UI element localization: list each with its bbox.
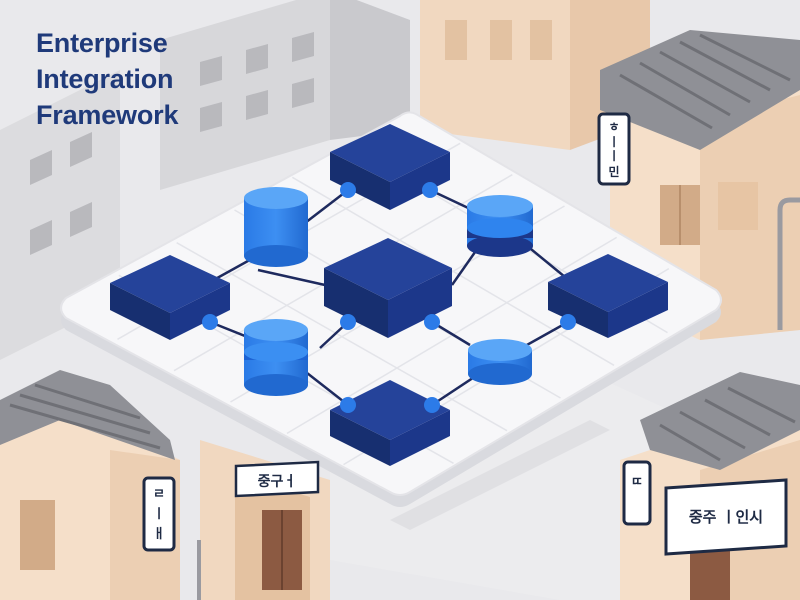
node-cube-center[interactable]	[324, 238, 452, 338]
building-windows	[30, 32, 314, 255]
hanok-right-roof	[640, 372, 800, 470]
sign-top-right-board	[597, 112, 631, 186]
node-cube-left[interactable]	[110, 255, 230, 340]
node-cube-right[interactable]	[548, 254, 668, 338]
connector-dot-icon[interactable]	[424, 397, 440, 413]
connector-dot-icon[interactable]	[202, 314, 218, 330]
connector-dot-icon[interactable]	[422, 182, 438, 198]
sign-right-horizontal-board	[664, 478, 788, 556]
title-line-1: Enterprise	[36, 28, 168, 58]
connector-dot-icon[interactable]	[340, 182, 356, 198]
building-gray-center-front	[160, 0, 330, 190]
sign-left-board	[142, 476, 176, 552]
connector-dot-icon[interactable]	[340, 314, 356, 330]
connector-dot-icon[interactable]	[424, 314, 440, 330]
title-line-3: Framework	[36, 100, 179, 130]
connector-dot-icon[interactable]	[560, 314, 576, 330]
shop-under-platform: 중구ㅓ	[197, 440, 330, 600]
sign-left-char-1: ㅣ	[153, 507, 165, 522]
hanok-bottom-right: ㄸ 중주 ㅣ인시	[620, 372, 800, 600]
street-lamp	[777, 197, 800, 330]
sign-top-right-char-1: ㅣ	[608, 135, 619, 149]
sign-top-right-char-2: ㅣ	[608, 149, 619, 163]
sign-shop-board	[234, 460, 320, 498]
hanok-bottom-left: ㄹ ㅣ ㅐ	[0, 370, 180, 600]
link-db-center	[257, 268, 326, 287]
road-stripe	[390, 420, 610, 530]
title-line-2: Integration	[36, 64, 174, 94]
hanok-roof-tiles	[619, 33, 791, 130]
hanok-window	[718, 182, 758, 230]
node-db-upper-left[interactable]	[244, 187, 308, 267]
node-db-right[interactable]	[467, 195, 533, 257]
sign-top-right-char-3: 민	[608, 164, 619, 179]
node-db-small-right[interactable]	[468, 339, 532, 385]
sign-right-vertical-board	[622, 460, 652, 526]
connector-dot-icon[interactable]	[340, 397, 356, 413]
sign-shop-text: 중구ㅓ	[258, 474, 297, 490]
hanok-top-right: ㅎ ㅣ ㅣ 민	[597, 30, 800, 340]
sign-left-char-2: ㅐ	[153, 527, 165, 542]
node-cube-bottom[interactable]	[330, 380, 450, 466]
building-gray-center-side	[330, 0, 410, 140]
node-db-lower-left[interactable]	[244, 319, 308, 396]
connector-dots	[202, 182, 576, 413]
sign-top-right-text: ㅎ ㅣ ㅣ 민	[608, 120, 619, 179]
sign-right-horizontal-text: 중주 ㅣ인시	[689, 508, 763, 526]
sign-left-char-0: ㄹ	[153, 487, 165, 502]
node-cube-top[interactable]	[330, 124, 450, 210]
sign-right-vertical-char-0: ㄸ	[631, 475, 643, 490]
building-peach-windows	[445, 20, 552, 60]
sign-top-right-char-0: ㅎ	[608, 120, 619, 134]
